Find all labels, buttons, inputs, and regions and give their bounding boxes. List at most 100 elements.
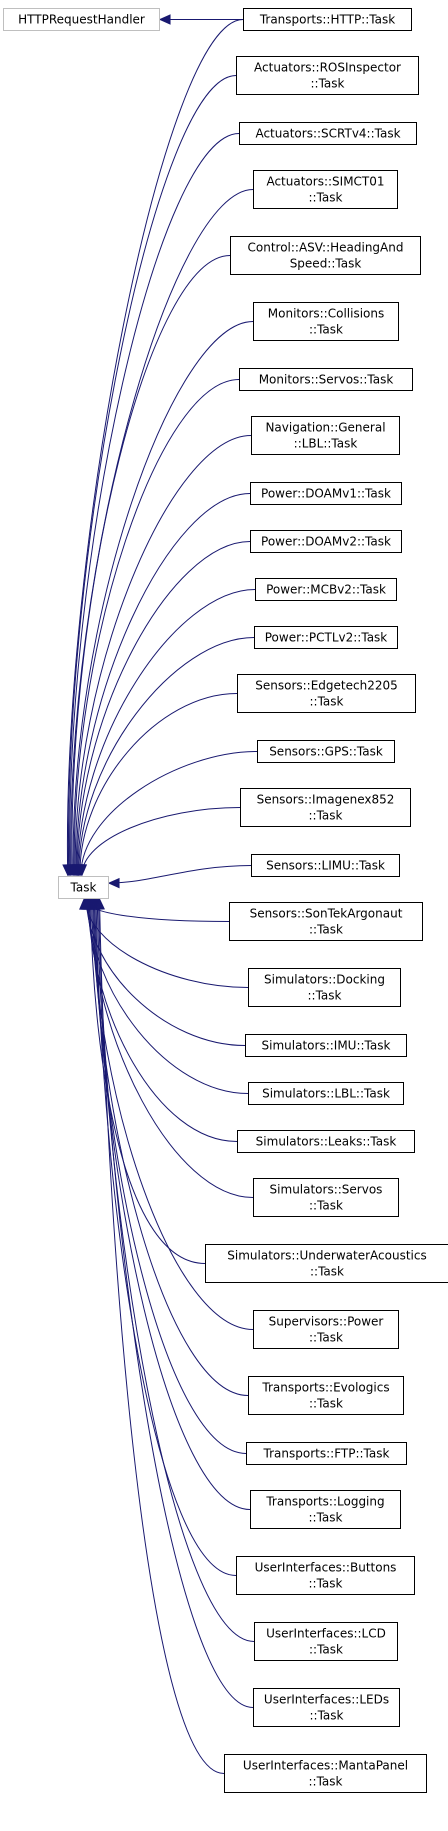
edge-http-to-httprequesthandler-arrowhead [158,14,171,25]
edge-monitors-servos-task-to-task [73,379,240,876]
class-node-simulators-lbl-task-box [248,1082,404,1105]
class-node-sensors-sontekargonaut-task-box [229,902,423,941]
class-node-sensors-edgetech2205-task-label-line: ::Task [310,695,344,709]
class-node-control-asv-headingandspeed-task-label-line: Control::ASV::HeadingAnd [248,241,404,255]
class-node-userinterfaces-leds-task-label-line: ::Task [310,1709,344,1723]
class-node-power-doamv2-task-label-line: Power::DOAMv2::Task [261,535,391,549]
class-node-simulators-underwateracoustics-task-box [205,1244,448,1283]
class-node-supervisors-power-task-box [253,1310,399,1349]
class-node-simulators-docking-task-label-line: Simulators::Docking [264,973,385,987]
class-node-transports-http-task[interactable]: Transports::HTTP::Task [243,8,412,31]
edge-actuators-simct01-task-to-task [70,189,254,876]
class-node-userinterfaces-lcd-task-label-line: UserInterfaces::LCD [266,1627,386,1641]
edge-simulators-servos-task-to-task [88,898,254,1198]
class-node-actuators-scrtv4-task[interactable]: Actuators::SCRTv4::Task [239,122,417,145]
class-node-transports-logging-task-label-line: ::Task [309,1511,343,1525]
class-node-actuators-simct01-task-label-line: ::Task [309,191,343,205]
edge-transports-ftp-task-to-task [93,898,247,1454]
class-node-actuators-simct01-task-label-line: Actuators::SIMCT01 [266,175,384,189]
class-node-power-doamv2-task[interactable]: Power::DOAMv2::Task [250,530,402,553]
class-node-actuators-rosinspector-task-box [236,56,419,95]
class-node-transports-logging-task[interactable]: Transports::Logging::Task [250,1490,401,1529]
class-node-power-pctlv2-task[interactable]: Power::PCTLv2::Task [254,626,398,649]
class-node-transports-http-task-label-line: Transports::HTTP::Task [259,13,395,27]
class-node-userinterfaces-leds-task[interactable]: UserInterfaces::LEDs::Task [253,1688,400,1727]
class-node-monitors-collisions-task-box [253,302,399,341]
edge-sensors-imagenex852-task-to-task-arrowhead [76,864,88,877]
edge-power-doamv2-task-to-task [76,541,251,876]
class-node-userinterfaces-buttons-task-box [236,1556,415,1595]
class-node-simulators-docking-task[interactable]: Simulators::Docking::Task [248,968,401,1007]
class-node-httprequesthandler[interactable]: HTTPRequestHandler [3,8,160,31]
class-node-transports-http-task-box [243,8,412,31]
class-node-sensors-sontekargonaut-task[interactable]: Sensors::SonTekArgonaut::Task [229,902,423,941]
class-node-actuators-rosinspector-task[interactable]: Actuators::ROSInspector::Task [236,56,419,95]
edge-monitors-collisions-task-to-task [72,321,254,876]
edge-power-mcbv2-task-to-task [77,589,256,876]
edge-sensors-limu-task-to-task-arrowhead [107,877,120,889]
class-node-task-label-line: Task [70,881,97,895]
class-node-monitors-servos-task-box [239,368,413,391]
edge-actuators-rosinspector-task-to-task [67,75,237,876]
class-node-monitors-servos-task-label-line: Monitors::Servos::Task [259,373,394,387]
class-node-userinterfaces-lcd-task-label-line: ::Task [309,1643,343,1657]
class-node-transports-logging-task-box [250,1490,401,1529]
class-node-simulators-docking-task-box [248,968,401,1007]
class-node-userinterfaces-mantapanel-task-label-line: ::Task [309,1775,343,1789]
class-node-userinterfaces-buttons-task[interactable]: UserInterfaces::Buttons::Task [236,1556,415,1595]
class-node-power-mcbv2-task[interactable]: Power::MCBv2::Task [255,578,397,601]
class-node-userinterfaces-leds-task-label-line: UserInterfaces::LEDs [264,1693,389,1707]
class-node-power-pctlv2-task-label-line: Power::PCTLv2::Task [265,631,388,645]
class-node-userinterfaces-lcd-task[interactable]: UserInterfaces::LCD::Task [254,1622,398,1661]
class-node-simulators-imu-task[interactable]: Simulators::IMU::Task [245,1034,407,1057]
class-node-navigation-general-lbl-task-label-line: ::LBL::Task [294,437,358,451]
class-node-simulators-servos-task-label-line: Simulators::Servos [270,1183,383,1197]
class-node-simulators-underwateracoustics-task-label-line: Simulators::UnderwaterAcoustics [227,1249,426,1263]
class-node-monitors-servos-task[interactable]: Monitors::Servos::Task [239,368,413,391]
inheritance-edges [62,14,258,1774]
class-node-userinterfaces-mantapanel-task-box [224,1754,427,1793]
class-node-sensors-limu-task-label-line: Sensors::LIMU::Task [266,859,385,873]
edge-simulators-leaks-task-to-task [87,898,238,1142]
class-node-sensors-limu-task[interactable]: Sensors::LIMU::Task [251,854,400,877]
class-node-transports-ftp-task[interactable]: Transports::FTP::Task [246,1442,407,1465]
edge-userinterfaces-leds-task-to-task [97,898,254,1708]
class-node-sensors-gps-task-label-line: Sensors::GPS::Task [269,745,383,759]
class-node-userinterfaces-buttons-task-label-line: UserInterfaces::Buttons [255,1561,397,1575]
class-node-sensors-imagenex852-task-label-line: Sensors::Imagenex852 [257,793,395,807]
class-node-power-mcbv2-task-box [255,578,397,601]
class-node-sensors-sontekargonaut-task-label-line: Sensors::SonTekArgonaut [250,907,403,921]
edge-control-asv-headingandspeed-task-to-task [71,255,231,876]
class-node-power-doamv1-task[interactable]: Power::DOAMv1::Task [250,482,402,505]
edge-userinterfaces-mantapanel-task-to-task-arrowhead [94,897,105,910]
class-node-navigation-general-lbl-task[interactable]: Navigation::General::LBL::Task [251,416,400,455]
class-node-sensors-edgetech2205-task[interactable]: Sensors::Edgetech2205::Task [237,674,416,713]
class-node-monitors-collisions-task-label-line: Monitors::Collisions [268,307,384,321]
class-node-power-doamv1-task-label-line: Power::DOAMv1::Task [261,487,391,501]
class-node-supervisors-power-task-label-line: Supervisors::Power [269,1315,384,1329]
class-node-simulators-leaks-task-box [237,1130,415,1153]
class-node-control-asv-headingandspeed-task-box [230,236,421,275]
class-node-sensors-gps-task[interactable]: Sensors::GPS::Task [257,740,395,763]
class-node-actuators-simct01-task[interactable]: Actuators::SIMCT01::Task [253,170,398,209]
class-node-simulators-servos-task[interactable]: Simulators::Servos::Task [253,1178,399,1217]
class-node-transports-evologics-task[interactable]: Transports::Evologics::Task [248,1376,404,1415]
class-node-actuators-scrtv4-task-box [239,122,417,145]
class-node-navigation-general-lbl-task-box [251,416,400,455]
class-node-sensors-limu-task-box [251,854,400,877]
class-node-userinterfaces-mantapanel-task[interactable]: UserInterfaces::MantaPanel::Task [224,1754,427,1793]
class-node-simulators-lbl-task[interactable]: Simulators::LBL::Task [248,1082,404,1105]
edge-sensors-sontekargonaut-task-to-task [83,898,230,922]
class-node-task[interactable]: Task [58,876,109,899]
class-node-task-box [58,876,109,899]
class-node-simulators-servos-task-box [253,1178,399,1217]
class-node-simulators-leaks-task[interactable]: Simulators::Leaks::Task [237,1130,415,1153]
class-node-simulators-underwateracoustics-task[interactable]: Simulators::UnderwaterAcoustics::Task [205,1244,448,1283]
class-node-supervisors-power-task[interactable]: Supervisors::Power::Task [253,1310,399,1349]
edge-userinterfaces-mantapanel-task-to-task [99,898,225,1774]
class-node-sensors-imagenex852-task[interactable]: Sensors::Imagenex852::Task [240,788,411,827]
class-node-monitors-collisions-task[interactable]: Monitors::Collisions::Task [253,302,399,341]
class-node-supervisors-power-task-label-line: ::Task [309,1331,343,1345]
